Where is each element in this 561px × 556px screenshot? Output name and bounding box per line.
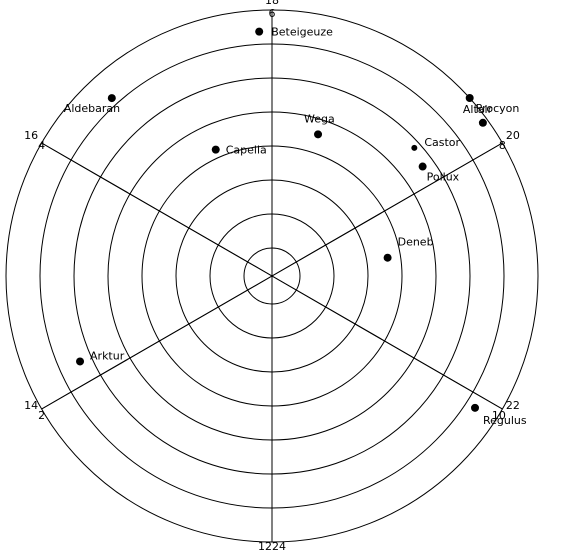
star-dot-altair (478, 118, 487, 127)
hour-label-10: 10 (492, 409, 506, 422)
star-label-regulus: Regulus (483, 414, 527, 427)
star-dot-capella (211, 145, 220, 154)
star-label-pollux: Pollux (427, 171, 460, 184)
hour-label-16: 16 (24, 129, 38, 142)
hour-label-18: 18 (265, 0, 279, 7)
star-label-wega: Wega (304, 112, 335, 125)
hour-label-8: 8 (499, 139, 506, 152)
star-dot-beteigeuze (255, 27, 264, 36)
star-dot-castor (411, 144, 418, 151)
star-dot-pollux (418, 162, 427, 171)
star-label-arktur: Arktur (90, 349, 125, 362)
star-dot-arktur (76, 357, 85, 366)
spoke-hour-14 (41, 275, 273, 410)
star-dot-regulus (471, 403, 480, 412)
star-label-procyon: Procyon (476, 102, 520, 115)
star-label-aldebaran: Aldebaran (64, 102, 120, 115)
star-label-beteigeuze: Beteigeuze (271, 26, 333, 39)
star-dot-aldebaran (107, 94, 116, 103)
spoke-hour-22 (271, 275, 503, 410)
hour-spokes (41, 10, 503, 542)
hour-label-6: 6 (269, 7, 276, 20)
star-dot-wega (314, 130, 323, 139)
star-label-altair: Altair (463, 103, 493, 116)
spoke-hour-16 (41, 142, 273, 277)
hour-label-4: 4 (38, 139, 45, 152)
star-label-castor: Castor (424, 136, 460, 149)
spoke-hour-20 (271, 142, 503, 277)
hour-label-20: 20 (506, 129, 520, 142)
hour-label-12: 12 (258, 540, 272, 553)
hour-label-22: 22 (506, 399, 520, 412)
star-label-deneb: Deneb (398, 236, 434, 249)
star-dot-procyon (465, 94, 474, 103)
hour-label-24: 24 (272, 540, 286, 553)
hour-label-2: 2 (38, 409, 45, 422)
star-label-capella: Capella (226, 144, 267, 157)
hour-label-14: 14 (24, 399, 38, 412)
star-dot-deneb (383, 253, 392, 262)
